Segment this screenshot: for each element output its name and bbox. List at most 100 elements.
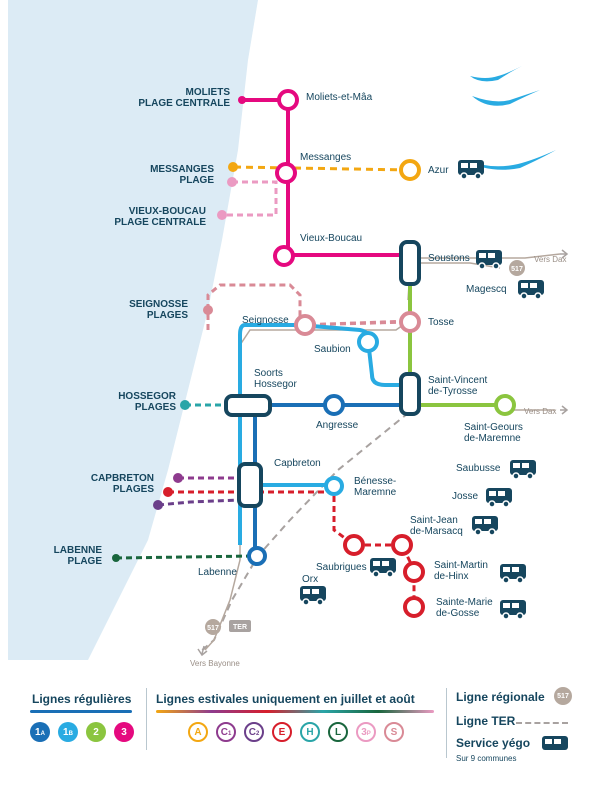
station-labenne[interactable] [247, 546, 267, 566]
stop-label-soorts-2: Hossegor [254, 379, 297, 390]
station-azur[interactable] [399, 159, 421, 181]
station-angresse[interactable] [323, 394, 345, 416]
hub-soorts-hossegor[interactable] [224, 394, 272, 417]
direction-vers-dax-1: Vers Dax [534, 255, 566, 264]
beach-dot-seignosse [203, 305, 213, 315]
badge-ter-text: TER [233, 624, 247, 631]
beach-dot-messanges-a [228, 162, 238, 172]
bus-icon-saint-martin [500, 564, 526, 584]
legend-seasonal-badge-a: A [188, 722, 208, 742]
badge-ter [229, 620, 251, 632]
legend-seasonal-title: Lignes estivales uniquement en juillet e… [156, 692, 415, 706]
arrow-dax-2 [560, 405, 569, 415]
bus-icon-orx [300, 586, 326, 606]
bus-icon-sainte-marie [500, 600, 526, 620]
line-3 [242, 98, 410, 257]
station-tosse[interactable] [399, 311, 421, 333]
birds-decoration [464, 66, 556, 170]
beach-label-capbreton-2: PLAGES [113, 484, 154, 495]
stop-label-magescq: Magescq [466, 284, 507, 295]
direction-vers-dax-2: Vers Dax [524, 407, 556, 416]
legend-ter-dash [516, 722, 568, 724]
stop-label-saubusse: Saubusse [456, 463, 501, 474]
stop-label-josse: Josse [452, 491, 479, 502]
stop-label-soustons: Soustons [428, 253, 470, 264]
station-saint-jean[interactable] [391, 534, 413, 556]
direction-vers-bayonne: Vers Bayonne [190, 659, 240, 668]
line-c2 [157, 498, 241, 507]
legend-seasonal-badge-e: E [272, 722, 292, 742]
stop-label-orx: Orx [302, 574, 318, 585]
sea-area [8, 0, 258, 660]
beach-label-messanges-1: MESSANGES [150, 164, 214, 175]
stop-label-saint-vincent-1: Saint-Vincent [428, 375, 488, 386]
beach-label-vieux-boucau-1: VIEUX-BOUCAU [129, 206, 206, 217]
stop-label-soorts-1: Soorts [254, 368, 283, 379]
station-vieux-boucau[interactable] [273, 245, 295, 267]
station-messanges[interactable] [275, 162, 297, 184]
stop-label-benesse-2: Maremne [354, 487, 397, 498]
arrow-dax-1 [560, 249, 569, 259]
beach-dot-moliets [238, 96, 246, 104]
badge-517-soustons-text: 517 [511, 266, 523, 273]
stop-label-benesse-1: Bénesse- [354, 476, 396, 487]
legend-seasonal-badge-l: L [328, 722, 348, 742]
beach-dot-capbreton-e [163, 487, 173, 497]
legend-seasonal-underline [156, 710, 434, 713]
beach-dot-labenne [112, 554, 120, 562]
beach-label-labenne-1: LABENNE [54, 545, 103, 556]
station-saint-martin[interactable] [403, 561, 425, 583]
stop-label-messanges: Messanges [300, 152, 351, 163]
hub-soustons[interactable] [399, 240, 421, 286]
stop-label-saint-geours-1: Saint-Geours [464, 422, 523, 433]
bus-icon-soustons [476, 250, 502, 270]
legend-regular-badge-2: 2 [86, 722, 106, 742]
stop-label-saubrigues: Saubrigues [316, 562, 367, 573]
legend-regular-title: Lignes régulières [32, 692, 132, 706]
beach-label-seignosse-1: SEIGNOSSE [129, 299, 188, 310]
station-saubrigues[interactable] [343, 534, 365, 556]
beach-label-hossegor-2: PLAGES [135, 402, 176, 413]
beach-label-vieux-boucau-2: PLAGE CENTRALE [114, 217, 206, 228]
station-moliets[interactable] [277, 89, 299, 111]
line-a [233, 165, 411, 172]
station-sainte-marie[interactable] [403, 596, 425, 618]
hub-capbreton[interactable] [237, 462, 263, 508]
arrow-bayonne [197, 645, 208, 657]
line-1b [238, 323, 410, 545]
legend-seasonal-badge-s: S [384, 722, 404, 742]
stop-label-sainte-marie-2: de-Gosse [436, 608, 480, 619]
legend-separator-2 [446, 688, 447, 758]
beach-dot-messanges-3p [227, 177, 237, 187]
legend-regional-badge: 517 [554, 687, 572, 705]
bus-icon-saubrigues [370, 558, 396, 578]
legend-regular-badge-3: 3 [114, 722, 134, 742]
regional-517-east [418, 253, 561, 259]
beach-label-messanges-2: PLAGE [180, 175, 215, 186]
stop-label-tosse: Tosse [428, 317, 455, 328]
beach-dot-capbreton-c1 [173, 473, 183, 483]
hub-saint-vincent[interactable] [399, 372, 421, 416]
stop-label-saint-martin-1: Saint-Martin [434, 560, 488, 571]
legend-seasonal-badge-h: H [300, 722, 320, 742]
stop-label-azur: Azur [428, 165, 449, 176]
bus-icon-saubusse [510, 460, 536, 480]
badge-517-bayonne-text: 517 [207, 625, 219, 632]
station-saint-geours[interactable] [494, 394, 516, 416]
bus-icon-azur [458, 160, 484, 180]
beach-label-capbreton-1: CAPBRETON [91, 473, 154, 484]
beach-label-seignosse-2: PLAGES [147, 310, 188, 321]
stop-label-saint-martin-2: de-Hinx [434, 571, 468, 582]
station-saubion[interactable] [357, 331, 379, 353]
stop-label-saint-jean-1: Saint-Jean [410, 515, 458, 526]
beach-label-hossegor-1: HOSSEGOR [118, 391, 177, 402]
badge-517-bayonne [205, 619, 221, 635]
stop-label-vieux-boucau: Vieux-Boucau [300, 233, 362, 244]
stop-label-capbreton: Capbreton [274, 458, 321, 469]
station-seignosse[interactable] [294, 314, 316, 336]
station-benesse[interactable] [324, 476, 344, 496]
line-s-tosse [299, 319, 411, 327]
stop-label-angresse: Angresse [316, 420, 359, 431]
